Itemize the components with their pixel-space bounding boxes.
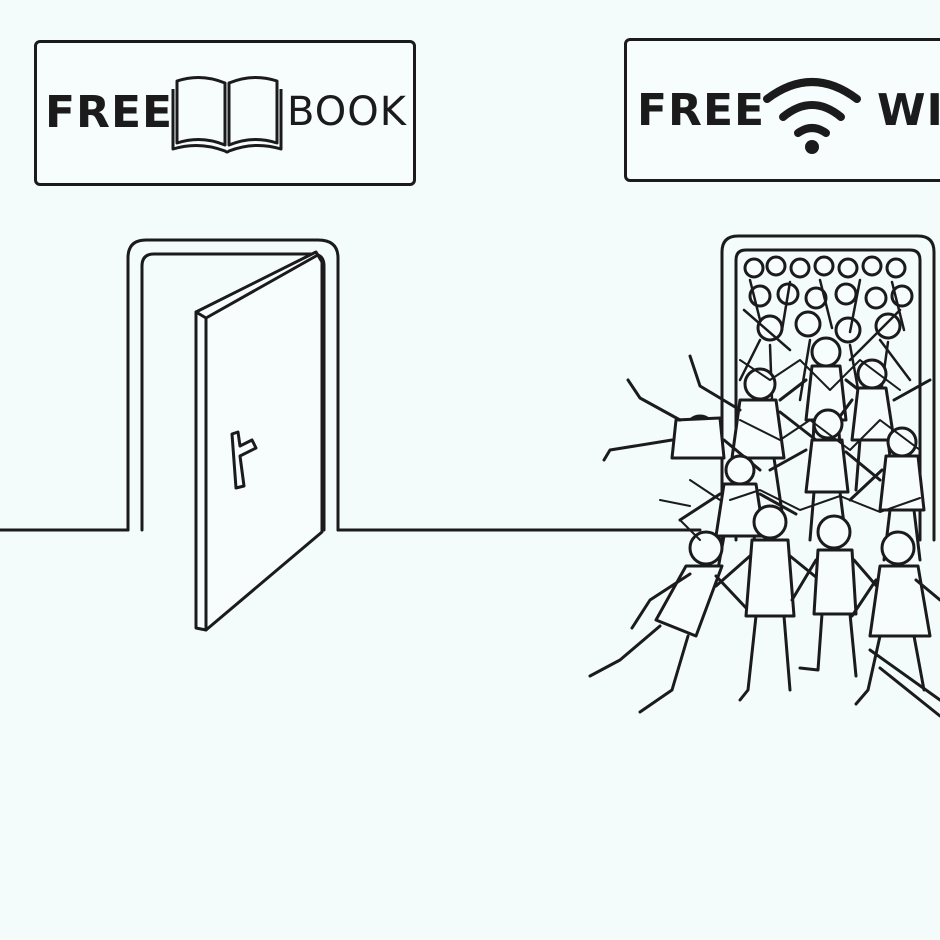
crowd-figure (602, 378, 762, 472)
crowd-figure (768, 408, 882, 542)
sign-wifi-label: WI (877, 85, 940, 136)
sign-free-label: FREE (637, 85, 766, 136)
crowd-figure (714, 504, 824, 702)
crowd-background-heads (743, 255, 914, 344)
left-door-frame (126, 238, 340, 532)
crowd-scribble (659, 359, 921, 541)
sign-book-label: BOOK (287, 89, 407, 135)
crowd-figure (868, 648, 940, 718)
open-door (194, 250, 324, 632)
sign-free-label: FREE (45, 87, 174, 138)
free-wifi-sign: FREE WI (624, 38, 940, 182)
crowd (588, 255, 940, 718)
open-book-icon (171, 76, 283, 154)
crowd-figure (850, 530, 940, 706)
wifi-icon (763, 78, 861, 154)
free-book-sign: FREE BOOK (34, 40, 416, 186)
right-door-frame (720, 234, 936, 542)
crowd-figure (790, 514, 882, 678)
crowd-figure (588, 530, 750, 714)
